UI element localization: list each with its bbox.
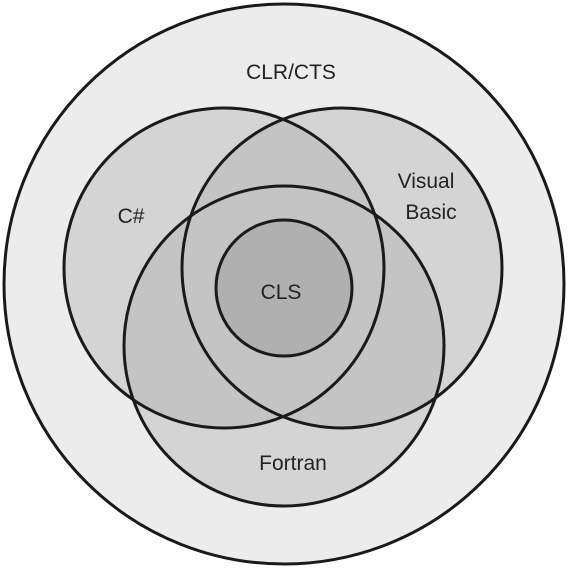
fortran-label: Fortran [259, 452, 327, 475]
clr-cts-label: CLR/CTS [246, 61, 336, 84]
cls-circle [214, 218, 354, 358]
visual-basic-label-line2: Basic [405, 201, 456, 224]
csharp-label: C# [118, 205, 145, 228]
csharp-circle [62, 106, 386, 430]
fortran-circle [122, 184, 446, 508]
visual-basic-circle [180, 106, 504, 430]
visual-basic-label-line1: Visual [398, 170, 455, 193]
cls-label: CLS [261, 281, 302, 304]
